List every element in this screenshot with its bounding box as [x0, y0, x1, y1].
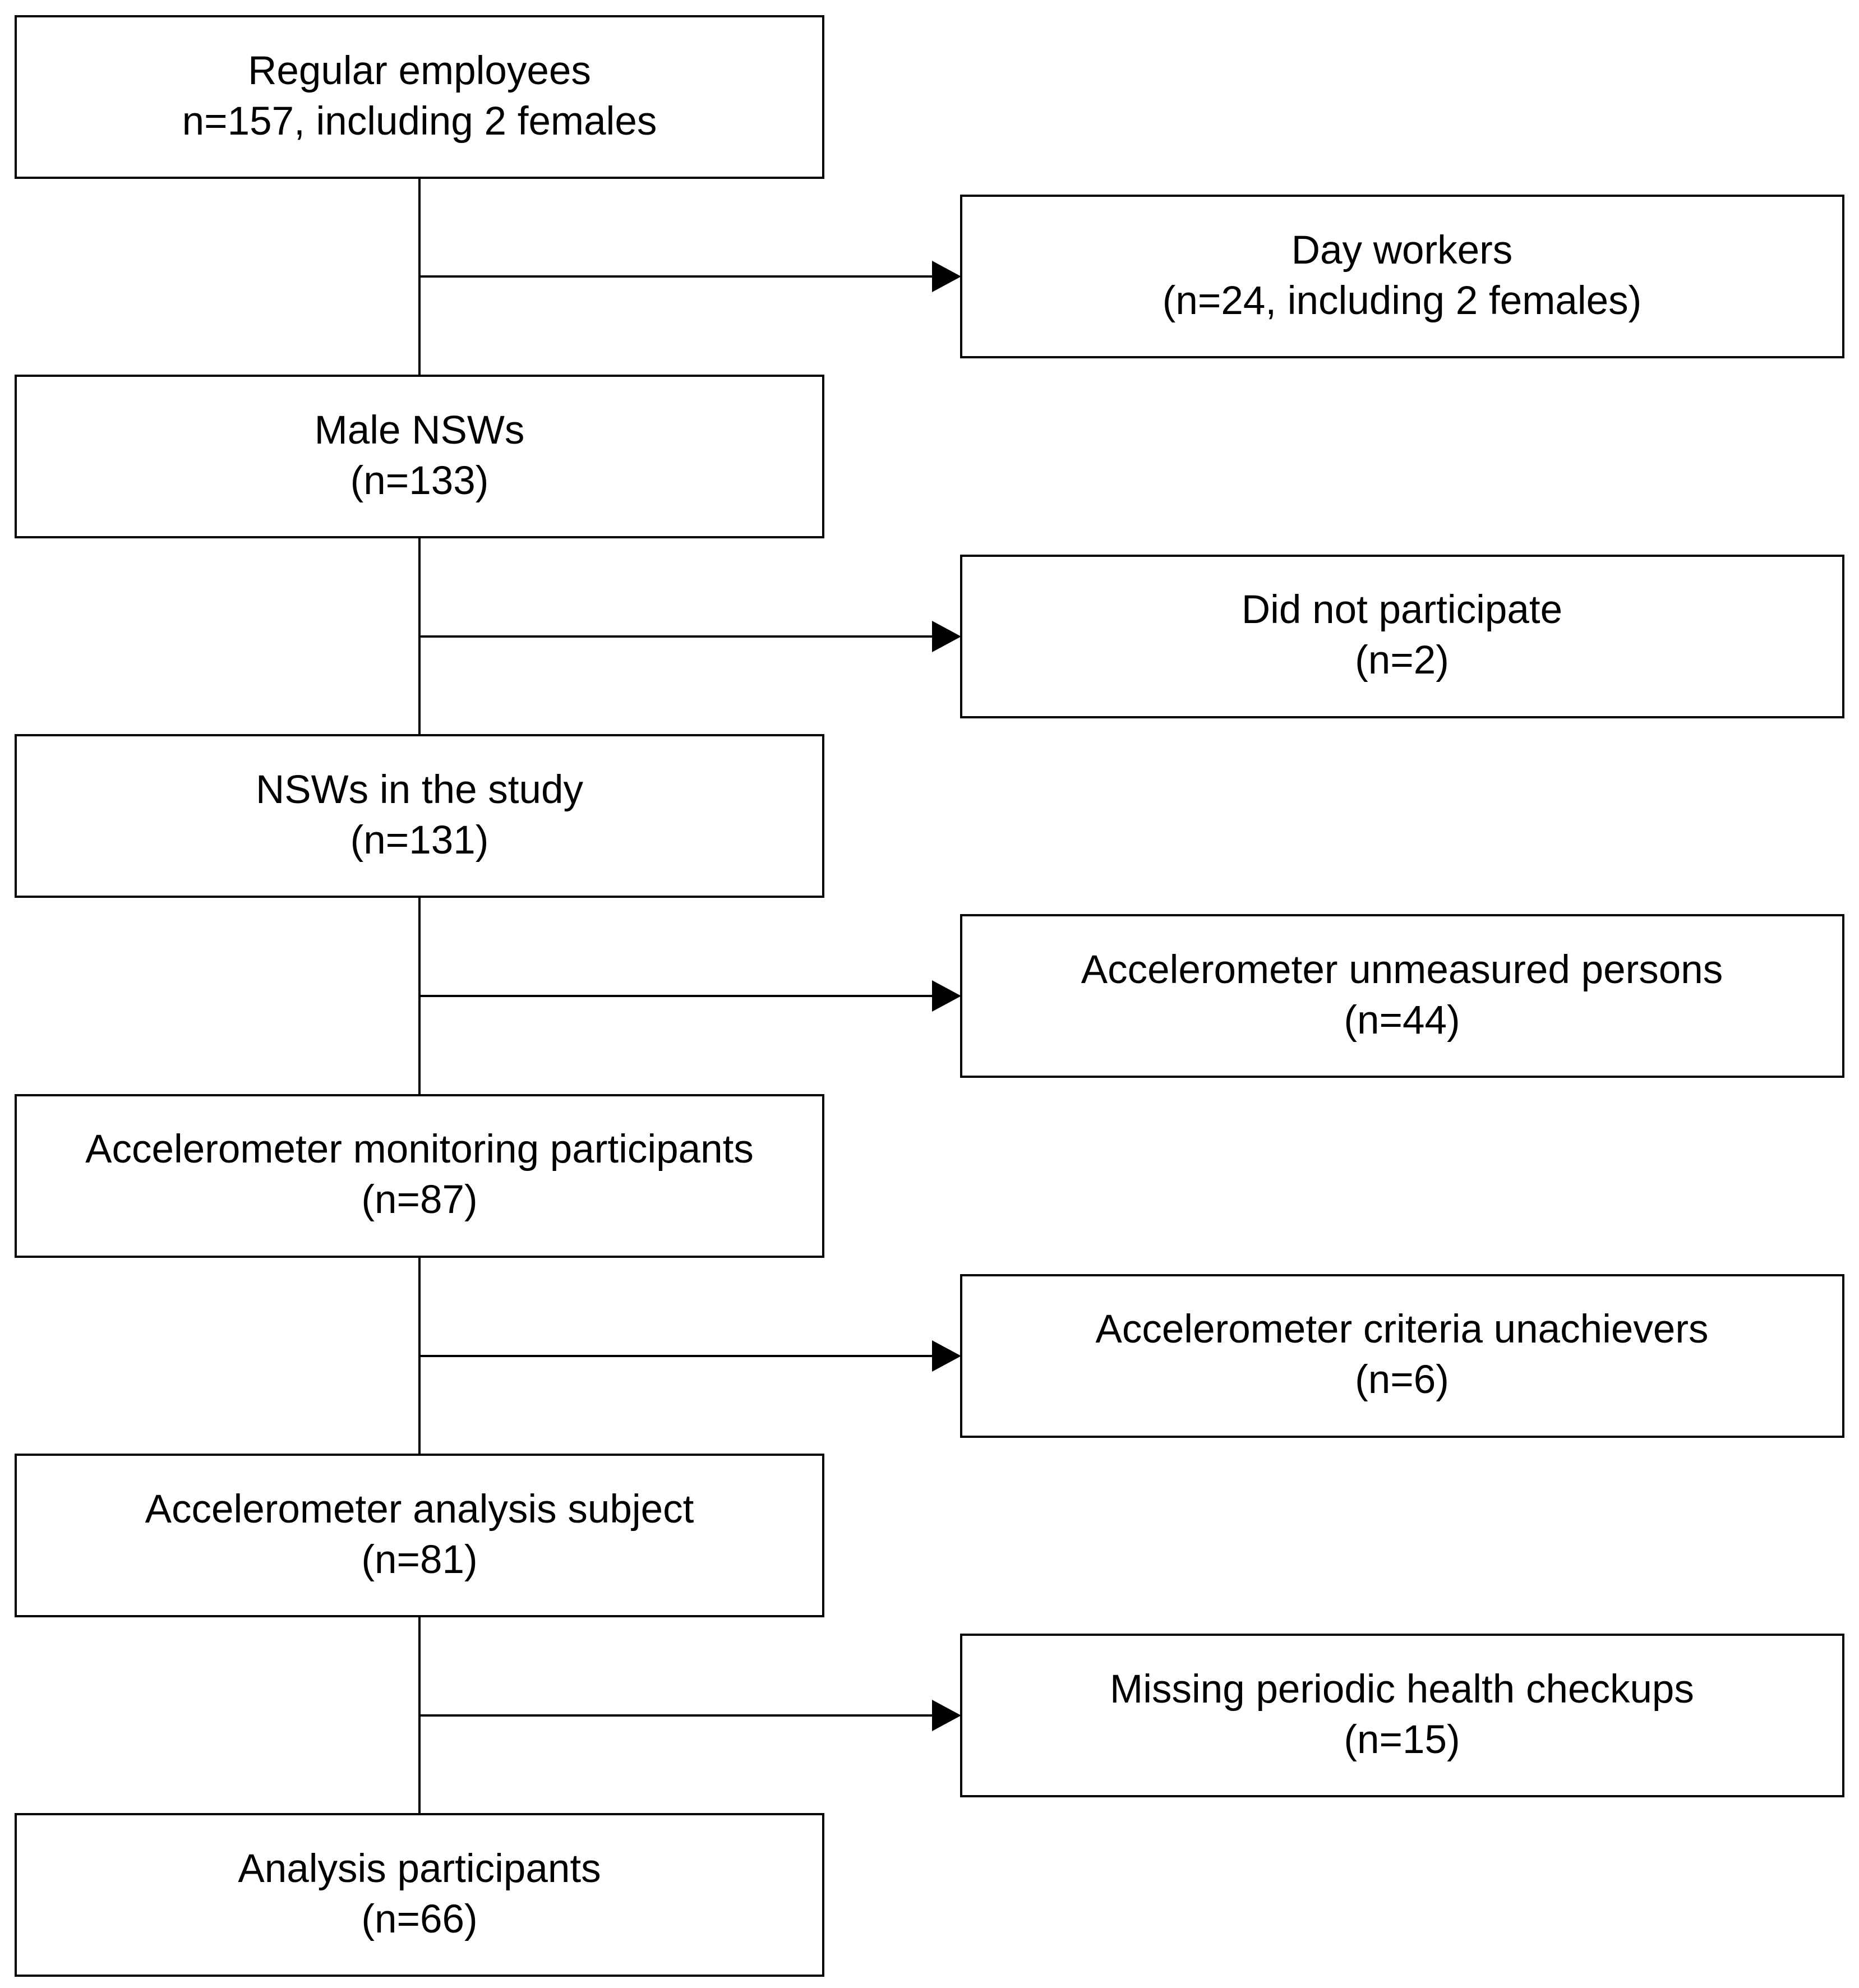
box-line1: Accelerometer criteria unachievers — [1095, 1307, 1708, 1352]
box-line2: n=157, including 2 females — [182, 99, 657, 144]
box-line1: Did not participate — [1242, 588, 1562, 632]
box-line2: (n=131) — [350, 818, 489, 862]
box-accelerometer-criteria-unachievers: Accelerometer criteria unachievers (n=6) — [960, 1274, 1844, 1438]
box-line1: Accelerometer analysis subject — [145, 1487, 694, 1532]
box-line2: (n=15) — [1344, 1718, 1460, 1762]
box-accelerometer-unmeasured: Accelerometer unmeasured persons (n=44) — [960, 914, 1844, 1078]
box-missing-health-checkups: Missing periodic health checkups (n=15) — [960, 1634, 1844, 1797]
box-line2: (n=81) — [361, 1538, 477, 1582]
box-line1: Male NSWs — [315, 408, 525, 453]
box-line1: Missing periodic health checkups — [1110, 1667, 1694, 1712]
box-line2: (n=87) — [361, 1178, 477, 1222]
box-line2: (n=44) — [1344, 998, 1460, 1043]
box-line1: Accelerometer monitoring participants — [85, 1127, 754, 1171]
box-did-not-participate: Did not participate (n=2) — [960, 555, 1844, 718]
box-accelerometer-analysis-subject: Accelerometer analysis subject (n=81) — [15, 1454, 824, 1617]
box-male-nsws: Male NSWs (n=133) — [15, 375, 824, 538]
arrowhead-3 — [932, 980, 961, 1012]
box-nsws-in-study: NSWs in the study (n=131) — [15, 734, 824, 898]
box-line1: NSWs in the study — [256, 768, 583, 812]
arrowhead-1 — [932, 261, 961, 292]
box-line1: Day workers — [1291, 228, 1513, 273]
box-accelerometer-monitoring: Accelerometer monitoring participants (n… — [15, 1094, 824, 1258]
box-day-workers: Day workers (n=24, including 2 females) — [960, 195, 1844, 358]
arrowhead-2 — [932, 621, 961, 652]
box-line1: Regular employees — [248, 49, 591, 93]
box-line2: (n=6) — [1355, 1358, 1449, 1402]
box-line1: Accelerometer unmeasured persons — [1081, 948, 1723, 992]
box-line2: (n=24, including 2 females) — [1163, 279, 1641, 323]
box-line2: (n=66) — [361, 1897, 477, 1941]
box-line1: Analysis participants — [238, 1847, 601, 1891]
box-regular-employees: Regular employees n=157, including 2 fem… — [15, 15, 824, 179]
box-analysis-participants: Analysis participants (n=66) — [15, 1813, 824, 1977]
box-line2: (n=133) — [350, 459, 489, 503]
box-line2: (n=2) — [1355, 638, 1449, 682]
arrowhead-4 — [932, 1340, 961, 1372]
arrowhead-5 — [932, 1700, 961, 1731]
